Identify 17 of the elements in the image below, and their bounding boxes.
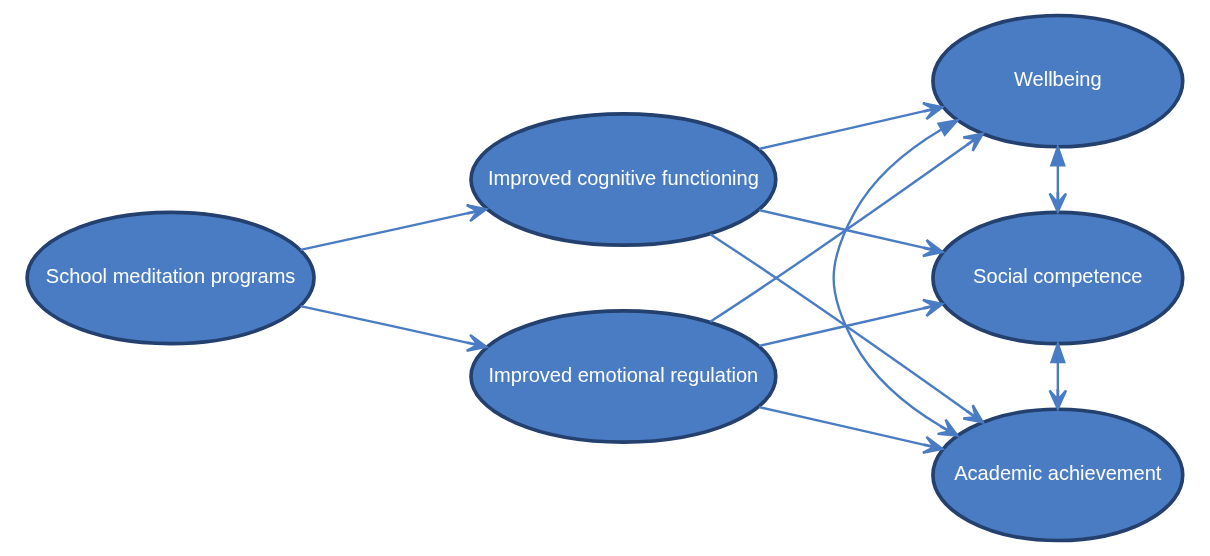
- arrow: [709, 233, 985, 424]
- arrow: [1048, 340, 1068, 410]
- arrow: [758, 101, 944, 151]
- arrow: [300, 203, 488, 252]
- arrow: [758, 209, 944, 258]
- node-ellipse: Academic achievement: [931, 407, 1185, 543]
- arrow: [832, 118, 961, 437]
- node-ellipse: School meditation programs: [25, 210, 316, 346]
- node-ellipse: Wellbeing: [931, 13, 1185, 149]
- node-ellipse: Social competence: [931, 210, 1185, 346]
- arrow: [758, 405, 944, 455]
- node-ellipse: Improved emotional regulation: [469, 309, 778, 444]
- arrow: [758, 298, 944, 347]
- arrow: [300, 304, 488, 353]
- arrow: [1048, 143, 1068, 214]
- node-ellipse: Improved cognitive functioning: [469, 112, 778, 247]
- arrow: [709, 132, 985, 323]
